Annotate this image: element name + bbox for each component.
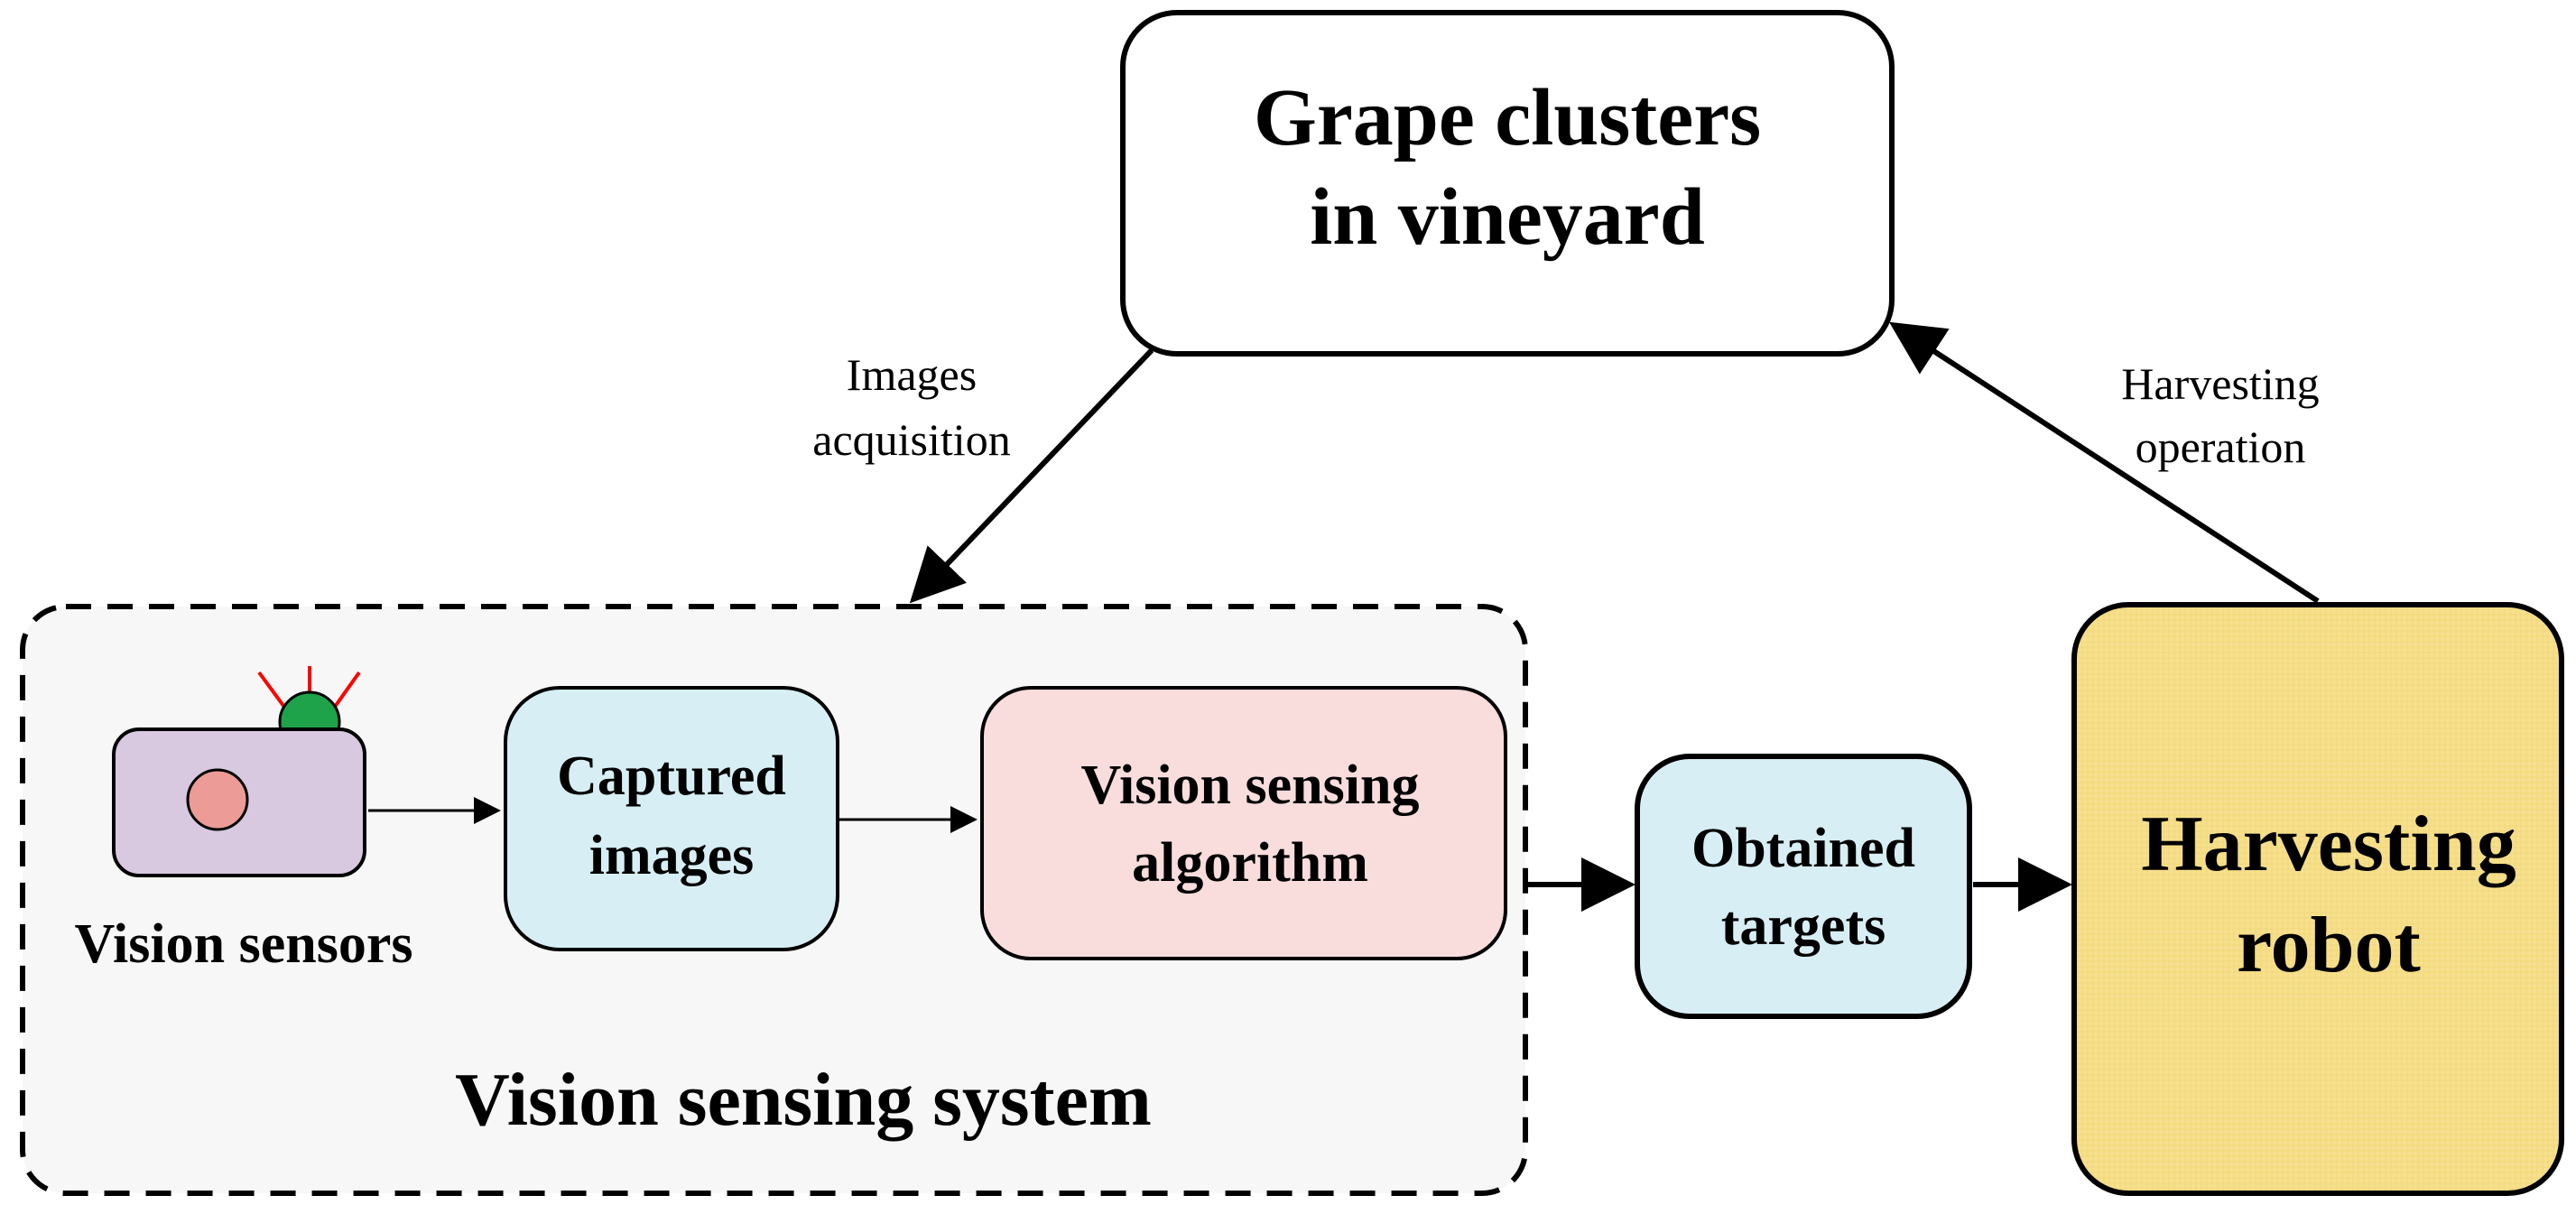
captured-images-line1: Captured xyxy=(557,746,786,807)
camera-lens-icon xyxy=(186,768,249,831)
obtained-targets-node: Obtained targets xyxy=(1635,754,1972,1019)
vision-sensing-algorithm-node: Vision sensing algorithm xyxy=(980,686,1507,960)
grape-clusters-line2: in vineyard xyxy=(1310,172,1705,262)
vision-sensors-label: Vision sensors xyxy=(75,913,413,975)
arrows xyxy=(368,321,2320,912)
grape-clusters-line1: Grape clusters xyxy=(1254,73,1761,162)
obtained-targets-line1: Obtained xyxy=(1691,818,1915,879)
harvesting-robot-line1: Harvesting xyxy=(2141,801,2516,888)
vision-sensing-system-label: Vision sensing system xyxy=(455,1058,1152,1142)
arrow-robot-to-grape xyxy=(1888,321,2320,604)
harvesting-robot-line2: robot xyxy=(2237,902,2421,989)
harvesting-operation-line1: Harvesting xyxy=(2121,358,2319,409)
images-acquisition-line1: Images xyxy=(847,349,977,400)
obtained-targets-line2: targets xyxy=(1721,895,1886,957)
edge-label-images-acquisition: Images acquisition xyxy=(812,349,1010,465)
vision-sensing-algorithm-line1: Vision sensing xyxy=(1081,755,1420,816)
harvesting-robot-node: Harvesting robot xyxy=(2071,602,2564,1196)
harvesting-operation-line2: operation xyxy=(2136,422,2306,472)
edge-label-harvesting-operation: Harvesting operation xyxy=(2121,358,2319,472)
grape-clusters-node: Grape clusters in vineyard xyxy=(1120,10,1895,357)
captured-images-node: Captured images xyxy=(504,686,839,951)
captured-images-line2: images xyxy=(589,825,755,886)
arrow-grape-to-system xyxy=(909,348,1154,604)
vision-sensors-camera-icon xyxy=(112,666,366,877)
vision-sensing-algorithm-line2: algorithm xyxy=(1132,832,1368,894)
images-acquisition-line2: acquisition xyxy=(812,414,1010,465)
